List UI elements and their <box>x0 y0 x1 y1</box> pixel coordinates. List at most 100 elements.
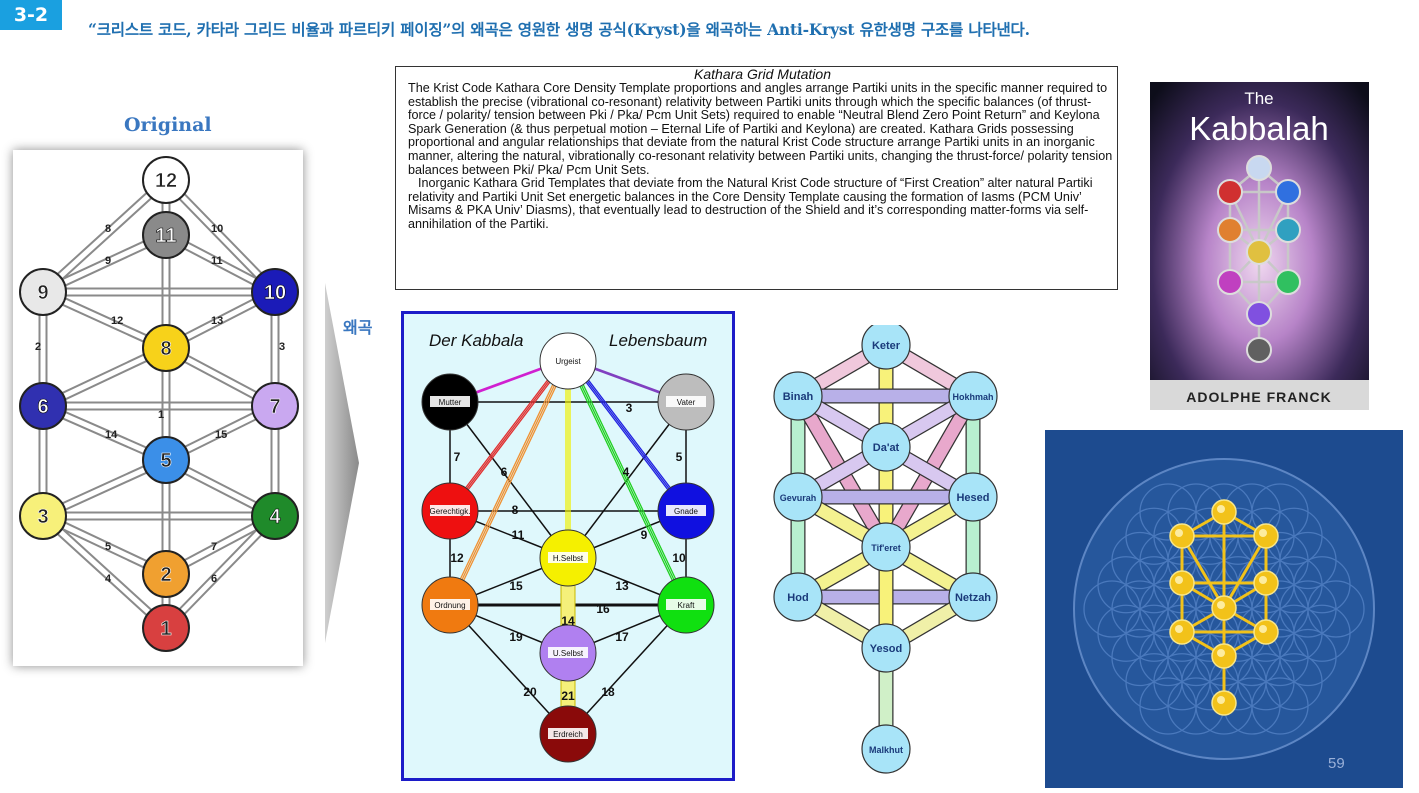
sephirah-node <box>861 522 911 572</box>
kabbala-path-number: 18 <box>601 685 615 699</box>
grid-node-label: 8 <box>160 338 171 360</box>
flower-tree-node <box>1169 570 1195 596</box>
distortion-label: 왜곡 <box>343 318 373 337</box>
grid-node-label: 5 <box>160 450 171 472</box>
flower-tree-node <box>1169 619 1195 645</box>
sephirah-node <box>861 422 911 472</box>
kabbala-node-label: Gnade <box>674 507 699 516</box>
kabbala-node-label: Erdreich <box>553 730 583 739</box>
grid-node-8 <box>142 324 190 372</box>
sephirah-label: Binah <box>783 391 814 403</box>
flower-tree-node <box>1253 570 1279 596</box>
original-label: Original <box>124 114 212 136</box>
grid-node-label: 2 <box>160 564 171 586</box>
kabbala-node-label: Mutter <box>439 398 462 407</box>
grid-node-label: 1 <box>160 618 171 640</box>
grid-edge-label: 12 <box>111 315 123 327</box>
book-tree-node <box>1217 179 1243 205</box>
grid-node-7 <box>251 382 299 430</box>
page-number: 59 <box>1328 755 1345 772</box>
grid-edge-label: 2 <box>35 341 41 353</box>
kabbala-path-number: 11 <box>512 528 525 542</box>
kabbala-path-number: 14 <box>561 614 575 628</box>
grid-node-label: 11 <box>155 225 176 247</box>
sephirah-label: Tif'eret <box>871 543 900 553</box>
grid-node-3 <box>19 492 67 540</box>
kabbala-node-label: Ordnung <box>434 601 465 610</box>
kabbalah-book-cover: The Kabbalah ADOLPHE FRANCK <box>1150 82 1369 410</box>
grid-edge-label: 1 <box>158 409 164 421</box>
grid-edge-label: 13 <box>211 315 223 327</box>
kabbala-node-label: Kraft <box>678 601 696 610</box>
grid-edge-label: 5 <box>105 541 111 553</box>
sephirah-label: Yesod <box>870 643 902 655</box>
book-tree-node <box>1275 217 1301 243</box>
grid-edge-label: 4 <box>105 573 112 585</box>
kabbala-path-number: 4 <box>623 465 630 479</box>
grid-node-label: 12 <box>155 170 177 192</box>
sephirah-label: Malkhut <box>869 745 903 755</box>
flower-tree-node <box>1253 619 1279 645</box>
flower-tree-node <box>1253 523 1279 549</box>
grid-node-12 <box>142 156 190 204</box>
slide-title: “크리스트 코드, 카타라 그리드 비율과 파르티키 페이징”의 왜곡은 영원한… <box>88 20 1030 39</box>
kabbala-node-label: Urgeist <box>555 357 581 366</box>
textbox-paragraph-1: The Krist Code Kathara Core Density Temp… <box>408 81 1113 177</box>
kabbala-path-number: 20 <box>523 685 537 699</box>
kabbala-path-number: 6 <box>501 465 508 479</box>
flower-tree-node <box>1211 690 1237 716</box>
section-badge: 3-2 <box>0 0 62 30</box>
kathara-mutation-textbox: Kathara Grid Mutation The Krist Code Kat… <box>395 66 1118 290</box>
book-tree-node <box>1246 239 1272 265</box>
grid-node-label: 7 <box>269 396 280 418</box>
sephirah-node <box>948 472 998 522</box>
sephirah-label: Hokhmah <box>952 392 993 402</box>
kabbala-path-number: 16 <box>596 602 610 616</box>
flower-tree-node <box>1169 523 1195 549</box>
kabbala-path-number: 21 <box>561 689 575 703</box>
sephirah-node <box>948 371 998 421</box>
kabbala-node-label: U.Selbst <box>553 649 584 658</box>
sephirah-label: Da'at <box>873 442 900 454</box>
kabbala-path-number: 5 <box>676 450 683 464</box>
kabbala-path-number: 17 <box>615 630 629 644</box>
sephirah-node <box>773 572 823 622</box>
flower-tree-node <box>1211 643 1237 669</box>
book-tree-node <box>1217 217 1243 243</box>
grid-node-10 <box>251 268 299 316</box>
grid-node-label: 9 <box>37 282 48 304</box>
grid-edge-label: 14 <box>105 429 118 441</box>
sephirah-node <box>861 724 911 774</box>
kabbala-path-number: 3 <box>626 401 633 415</box>
grid-node-label: 10 <box>264 282 286 304</box>
flower-of-life-tree-image <box>1045 430 1403 788</box>
book-tree-node <box>1246 337 1272 363</box>
grid-edge-label: 15 <box>215 429 227 441</box>
book-tree-node <box>1246 301 1272 327</box>
grid-node-1 <box>142 604 190 652</box>
book-author: ADOLPHE FRANCK <box>1186 389 1331 405</box>
kabbala-title-left: Der Kabbala <box>429 331 524 350</box>
sephirah-node <box>861 623 911 673</box>
grid-edge-label: 7 <box>211 541 217 553</box>
grid-edge-label: 9 <box>105 255 111 267</box>
sephirah-label: Gevurah <box>780 493 817 503</box>
grid-node-label: 3 <box>37 506 48 528</box>
kabbala-path-number: 7 <box>454 450 461 464</box>
grid-node-11 <box>142 211 190 259</box>
sephirah-node <box>948 572 998 622</box>
book-tree-node <box>1275 179 1301 205</box>
sephirah-label: Hod <box>787 592 808 604</box>
book-tree-node <box>1217 269 1243 295</box>
grid-edge-label: 8 <box>105 223 111 235</box>
kabbala-path-number: 10 <box>672 551 686 565</box>
flower-tree-node <box>1211 499 1237 525</box>
textbox-title: Kathara Grid Mutation <box>694 66 831 82</box>
kabbala-path-number: 15 <box>509 579 523 593</box>
